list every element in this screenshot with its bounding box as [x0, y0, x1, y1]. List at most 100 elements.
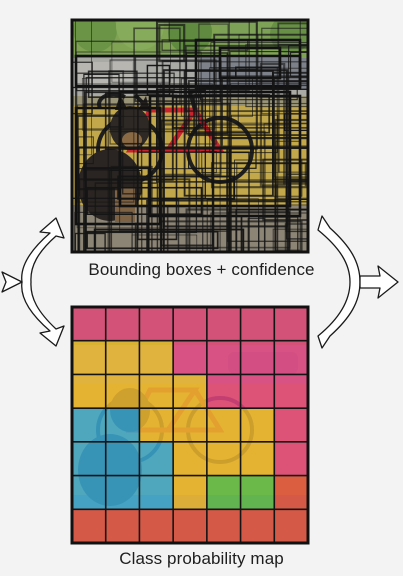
- class-cell-cyan: [105, 475, 140, 510]
- class-cell-magenta: [274, 374, 308, 409]
- bounding-box: [161, 60, 222, 176]
- bounding-box: [210, 212, 308, 252]
- bounding-box: [74, 232, 106, 252]
- bounding-boxes-caption: Bounding boxes + confidence: [88, 260, 315, 279]
- bounding-box: [185, 208, 308, 252]
- left-double-arrow-icon: [21, 217, 65, 347]
- class-cell-cyan: [139, 475, 174, 510]
- class-cell-cyan: [72, 475, 106, 510]
- class-cell-magenta: [274, 307, 308, 341]
- bounding-box: [87, 70, 138, 98]
- bounding-box: [288, 45, 308, 200]
- bounding-box: [171, 96, 204, 129]
- bounding-box: [284, 223, 308, 252]
- class-cell-magenta: [240, 374, 275, 409]
- bounding-box: [86, 230, 219, 250]
- class-cell-magenta: [240, 340, 275, 375]
- bounding-box: [197, 61, 308, 129]
- class-cell-cyan: [105, 441, 140, 476]
- class-cell-yellow: [72, 340, 106, 375]
- bounding-box: [107, 130, 266, 252]
- class-cell-green: [240, 475, 275, 510]
- bounding-box: [290, 51, 308, 77]
- bounding-box: [133, 27, 181, 105]
- bounding-box: [229, 51, 308, 203]
- class-cell-magenta: [173, 307, 207, 341]
- bounding-box: [111, 41, 171, 83]
- bounding-box: [162, 69, 289, 228]
- class-cell-red: [240, 509, 275, 543]
- bounding-box: [228, 20, 250, 91]
- bounding-box: [258, 216, 299, 252]
- class-cell-red: [274, 509, 308, 543]
- class-cell-red: [139, 509, 174, 543]
- class-probability-caption: Class probability map: [119, 549, 284, 568]
- bounding-box: [272, 228, 308, 252]
- class-cell-yellow: [206, 408, 241, 442]
- class-cell-cyan: [72, 408, 106, 442]
- class-cell-magenta: [274, 408, 308, 442]
- bounding-box: [213, 33, 308, 149]
- class-cell-yellow: [105, 340, 140, 375]
- class-cell-yellow: [72, 374, 106, 409]
- class-cell-yellow: [139, 408, 174, 442]
- bounding-box: [76, 72, 175, 92]
- class-cell-cyan: [139, 441, 174, 476]
- right-arrow-head-icon: [359, 265, 399, 299]
- class-cell-yellow: [139, 374, 174, 409]
- bounding-box: [258, 81, 308, 98]
- bounding-box: [247, 217, 266, 252]
- class-cell-magenta: [72, 307, 106, 341]
- bounding-box: [137, 94, 178, 241]
- bounding-box: [78, 178, 191, 252]
- class-cell-cyan: [105, 408, 140, 442]
- bounding-box: [278, 44, 308, 173]
- class-cell-yellow: [240, 408, 275, 442]
- right-double-arrow-icon: [317, 215, 361, 349]
- class-cell-yellow: [206, 441, 241, 476]
- candidate-boxes: [72, 20, 308, 252]
- bounding-box: [230, 114, 279, 252]
- class-cells: [72, 307, 308, 543]
- class-cell-yellow: [173, 374, 207, 409]
- bounding-box: [146, 199, 289, 252]
- class-cell-yellow: [173, 408, 207, 442]
- bounding-box: [227, 211, 291, 252]
- bottom-panel-frame: [70, 305, 310, 545]
- bounding-box: [275, 182, 308, 200]
- class-cell-magenta: [240, 307, 275, 341]
- class-cell-yellow: [173, 441, 207, 476]
- class-cell-green: [206, 475, 241, 510]
- bounding-box: [184, 44, 308, 113]
- class-cell-yellow: [240, 441, 275, 476]
- class-cell-red: [105, 509, 140, 543]
- class-cell-red: [173, 509, 207, 543]
- class-cell-magenta: [173, 340, 207, 375]
- class-cell-red: [206, 509, 241, 543]
- class-cell-magenta: [105, 307, 140, 341]
- class-cell-red: [72, 509, 106, 543]
- bounding-box: [86, 186, 203, 215]
- bounding-box: [230, 82, 308, 164]
- class-probability-image: [72, 307, 308, 543]
- bounding-box: [187, 80, 308, 137]
- top-panel-frame: [70, 18, 310, 254]
- bounding-box: [283, 113, 308, 132]
- bounding-box: [74, 106, 162, 226]
- class-cell-magenta: [206, 307, 241, 341]
- bounding-box: [85, 77, 198, 234]
- class-cell-yellow: [105, 374, 140, 409]
- class-cell-cyan: [72, 441, 106, 476]
- bounding-box: [162, 215, 243, 252]
- bounding-boxes-image: [72, 20, 308, 252]
- class-cell-yellow: [139, 340, 174, 375]
- bounding-box: [93, 228, 245, 252]
- bounding-box: [83, 73, 120, 171]
- bounding-box: [210, 42, 308, 69]
- bounding-box: [94, 182, 159, 252]
- class-cell-magenta: [139, 307, 174, 341]
- left-arrow-spur-icon: [1, 271, 23, 293]
- class-cell-magenta: [206, 340, 241, 375]
- bounding-box: [72, 61, 93, 115]
